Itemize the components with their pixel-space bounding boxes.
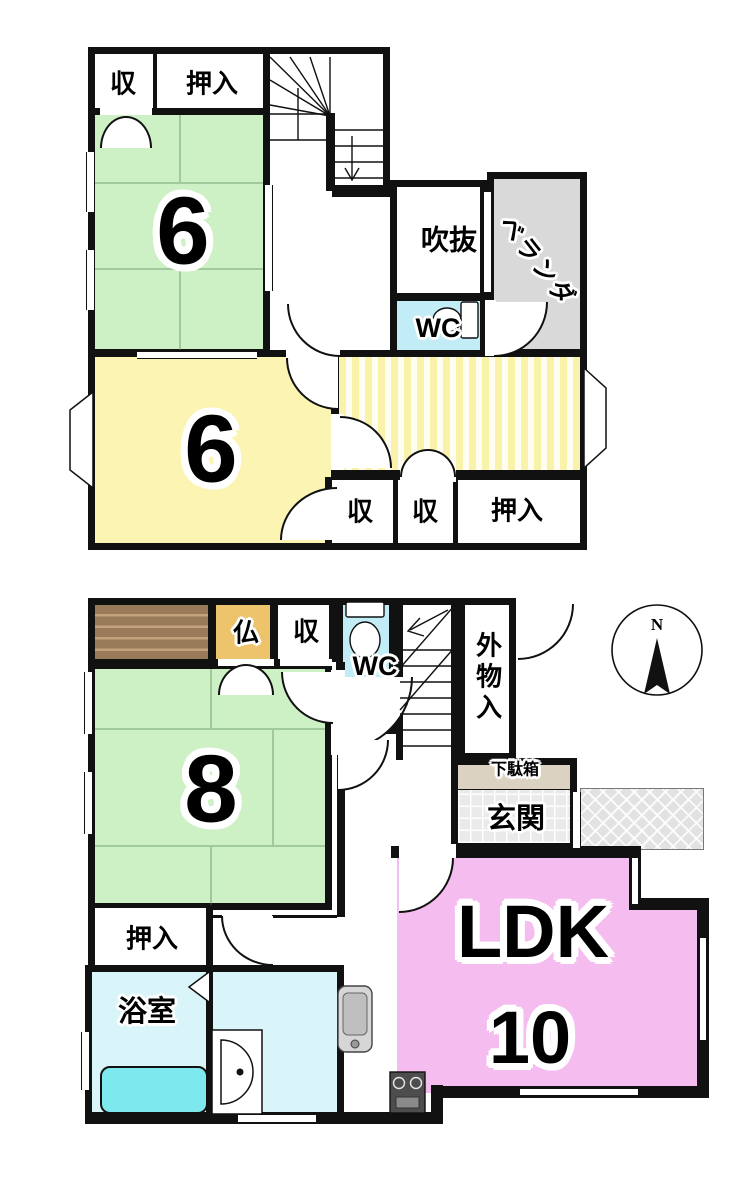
label-room6-green: 6 — [156, 177, 209, 285]
label-oshiire-2f-bottom: 押入 — [490, 495, 544, 526]
closet-1f — [274, 598, 336, 662]
outdoor-storage — [458, 598, 516, 760]
bay-window — [583, 366, 607, 470]
tatami-line — [210, 847, 212, 905]
door-arc — [518, 604, 574, 660]
window — [81, 1032, 90, 1090]
butsudan-alcove — [212, 598, 274, 662]
label-closet-1f: 収 — [292, 616, 320, 647]
label-outdoor-storage: 外物入 — [472, 631, 503, 725]
oshiire-2f-top — [153, 47, 270, 113]
window — [238, 1114, 316, 1123]
wall — [431, 1085, 443, 1124]
label-ldk-size: 10 — [488, 996, 572, 1080]
label-closet-2f-b2: 収 — [411, 496, 439, 527]
tatami-line — [179, 270, 181, 350]
window — [699, 938, 707, 1040]
window — [86, 152, 95, 212]
label-compass-north: N — [650, 615, 664, 635]
entrance-porch — [580, 788, 704, 850]
tatami-line — [210, 669, 212, 728]
label-wc-1f: WC — [352, 650, 398, 681]
label-entrance: 玄関 — [486, 802, 546, 835]
door-opening — [399, 844, 456, 858]
label-bathroom: 浴室 — [117, 995, 177, 1028]
label-room8: 8 — [184, 735, 237, 843]
window — [520, 1088, 638, 1096]
label-oshiire-2f-top: 押入 — [185, 68, 239, 99]
bathtub — [100, 1066, 208, 1114]
label-fukinuke: 吹抜 — [421, 224, 478, 256]
window — [84, 672, 93, 734]
door-opening — [280, 659, 332, 666]
wood-closet-1f — [88, 598, 212, 662]
window — [264, 185, 273, 291]
tatami-line — [179, 115, 181, 182]
wall — [629, 898, 709, 910]
door-opening — [485, 300, 496, 356]
window — [631, 858, 639, 904]
wall — [332, 185, 390, 197]
hallway-2f — [332, 350, 587, 477]
oshiire-2f-bottom — [454, 477, 587, 550]
tatami-line — [95, 845, 325, 847]
door-opening — [218, 659, 274, 666]
door-opening — [100, 108, 152, 115]
door-arc — [221, 916, 273, 966]
label-butsudan: 仏 — [232, 617, 260, 648]
tatami-line — [95, 268, 263, 270]
door-opening — [286, 349, 338, 359]
tatami-line — [95, 728, 325, 730]
window — [84, 772, 93, 834]
label-room6-yellow: 6 — [184, 395, 237, 503]
closet-2f-top — [88, 47, 160, 113]
label-ldk: LDK — [456, 890, 610, 974]
label-closet-2f-b1: 収 — [346, 496, 374, 527]
sliding-entrance-door — [572, 792, 581, 848]
door-arc — [338, 740, 389, 791]
closet-front-line — [213, 915, 337, 918]
label-oshiire-1f: 押入 — [125, 923, 179, 954]
sliding-door — [137, 351, 257, 359]
tatami-line — [95, 182, 263, 184]
label-wc-2f: WC — [415, 312, 461, 343]
staircase-2f — [263, 47, 390, 197]
window — [86, 250, 95, 310]
label-shoe-cabinet: 下駄箱 — [490, 761, 540, 779]
window — [483, 192, 492, 292]
tatami-line — [272, 730, 274, 845]
washroom — [206, 965, 344, 1124]
label-closet-2f-top: 収 — [109, 68, 137, 99]
